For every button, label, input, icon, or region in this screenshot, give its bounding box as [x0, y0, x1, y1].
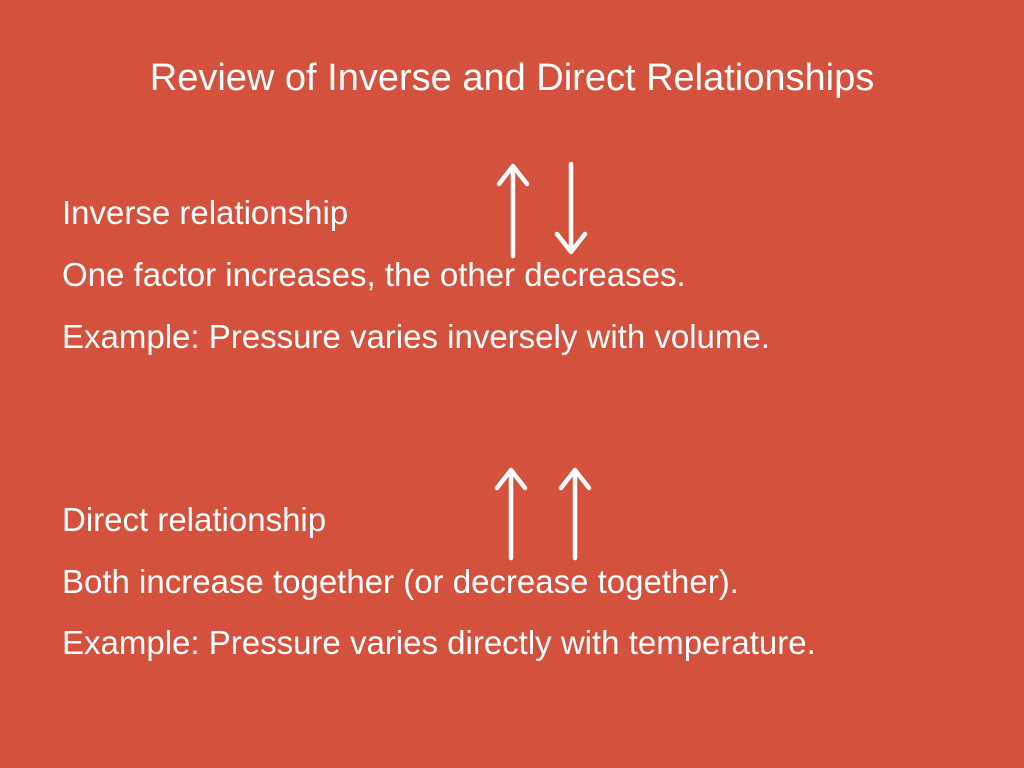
direct-example: Example: Pressure varies directly with t… — [62, 624, 816, 661]
direct-heading: Direct relationship — [62, 501, 327, 538]
inverse-description: One factor increases, the other decrease… — [62, 256, 686, 293]
up-arrow-icon — [496, 163, 530, 259]
up-arrow-icon — [494, 467, 528, 561]
slide-title: Review of Inverse and Direct Relationshi… — [149, 57, 875, 99]
inverse-heading: Inverse relationship — [62, 194, 349, 231]
down-arrow-icon — [554, 161, 588, 255]
direct-description: Both increase together (or decrease toge… — [62, 563, 739, 600]
inverse-example: Example: Pressure varies inversely with … — [62, 318, 770, 355]
up-arrow-icon — [558, 467, 592, 561]
